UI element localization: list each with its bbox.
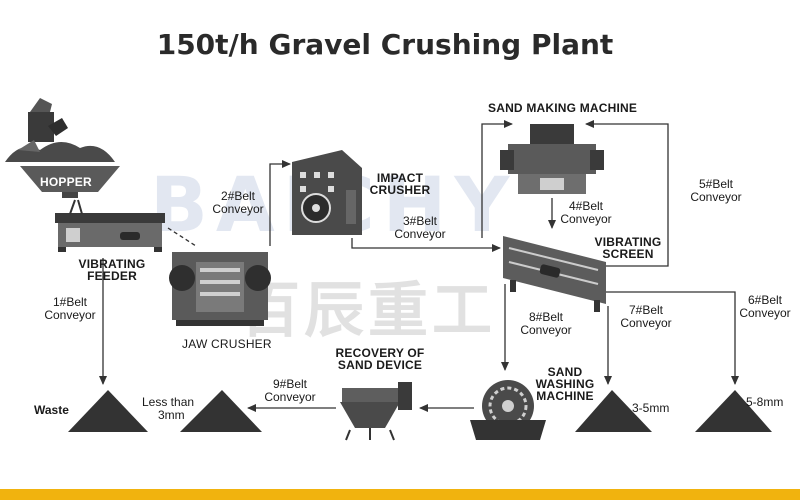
- waste-label: Waste: [34, 403, 69, 417]
- conveyor-8-label-1: 8#Belt: [528, 310, 564, 324]
- flow-line-6: [606, 291, 739, 385]
- sand-washing-machine-icon: [470, 380, 546, 440]
- conveyor-5-label-2: Conveyor: [690, 190, 742, 204]
- conveyor-2-label-1: 2#Belt: [220, 189, 256, 203]
- impact-crusher-label-2: CRUSHER: [369, 183, 431, 197]
- recovery-device-label-2: SAND DEVICE: [337, 358, 423, 372]
- page-title: 150t/h Gravel Crushing Plant: [156, 28, 614, 61]
- vibrating-screen-icon: [503, 236, 606, 312]
- conveyor-8-label-2: Conveyor: [520, 323, 572, 337]
- fine-sand-pile: [180, 390, 262, 432]
- flow-line-3: [351, 238, 501, 252]
- sand-washing-label-3: MACHINE: [536, 389, 594, 403]
- vibrating-screen-label-2: SCREEN: [602, 247, 654, 261]
- vibrating-feeder-icon: [55, 199, 165, 252]
- flow-line-2: [269, 160, 291, 246]
- jaw-crusher-label: JAW CRUSHER: [182, 337, 272, 351]
- conveyor-1-label-1: 1#Belt: [52, 295, 88, 309]
- conveyor-7-label-1: 7#Belt: [628, 303, 664, 317]
- sand-washing-label-2: WASHING: [535, 377, 595, 391]
- conveyor-9-label-2: Conveyor: [264, 390, 316, 404]
- sand-making-machine-label: SAND MAKING MACHINE: [488, 101, 638, 115]
- conveyor-9-label-1: 9#Belt: [272, 377, 308, 391]
- conveyor-4-label-1: 4#Belt: [568, 199, 604, 213]
- hopper-icon: [20, 166, 120, 198]
- pile-3-5mm: [575, 390, 652, 432]
- conveyor-6-label-1: 6#Belt: [747, 293, 783, 307]
- impact-crusher-icon: [292, 150, 362, 235]
- vibrating-feeder-label-1: VIBRATING: [78, 257, 146, 271]
- conveyor-7-label-2: Conveyor: [620, 316, 672, 330]
- recovery-device-label-1: RECOVERY OF: [335, 346, 425, 360]
- bottom-accent-bar: [0, 489, 800, 500]
- pile-5-8mm: [695, 390, 772, 432]
- conveyor-3-label-1: 3#Belt: [402, 214, 438, 228]
- impact-crusher-label-1: IMPACT: [376, 171, 424, 185]
- watermark-chinese: 百辰重工: [240, 276, 496, 346]
- product-3-5mm-label: 3-5mm: [632, 401, 670, 415]
- vibrating-screen-label-1: VIBRATING: [594, 235, 662, 249]
- sand-making-machine-icon: [500, 124, 604, 194]
- flow-line-feeder-jaw: [167, 227, 197, 247]
- jaw-crusher-icon: [169, 252, 271, 326]
- conveyor-1-label-2: Conveyor: [44, 308, 96, 322]
- conveyor-5-label-1: 5#Belt: [698, 177, 734, 191]
- fine-sand-label-1: Less than: [142, 395, 195, 409]
- flow-line-5: [585, 120, 669, 267]
- waste-pile: [68, 390, 148, 432]
- sand-washing-label-1: SAND: [547, 365, 583, 379]
- conveyor-4-label-2: Conveyor: [560, 212, 612, 226]
- conveyor-6-label-2: Conveyor: [739, 306, 791, 320]
- excavator-icon: [5, 98, 115, 162]
- conveyor-3-label-2: Conveyor: [394, 227, 446, 241]
- sand-recovery-device-icon: [340, 382, 412, 441]
- conveyor-2-label-2: Conveyor: [212, 202, 264, 216]
- product-5-8mm-label: 5-8mm: [746, 395, 784, 409]
- fine-sand-label-2: 3mm: [158, 408, 185, 422]
- hopper-label: HOPPER: [40, 175, 92, 189]
- flow-line-to-sand-making: [481, 120, 513, 238]
- vibrating-feeder-label-2: FEEDER: [87, 269, 137, 283]
